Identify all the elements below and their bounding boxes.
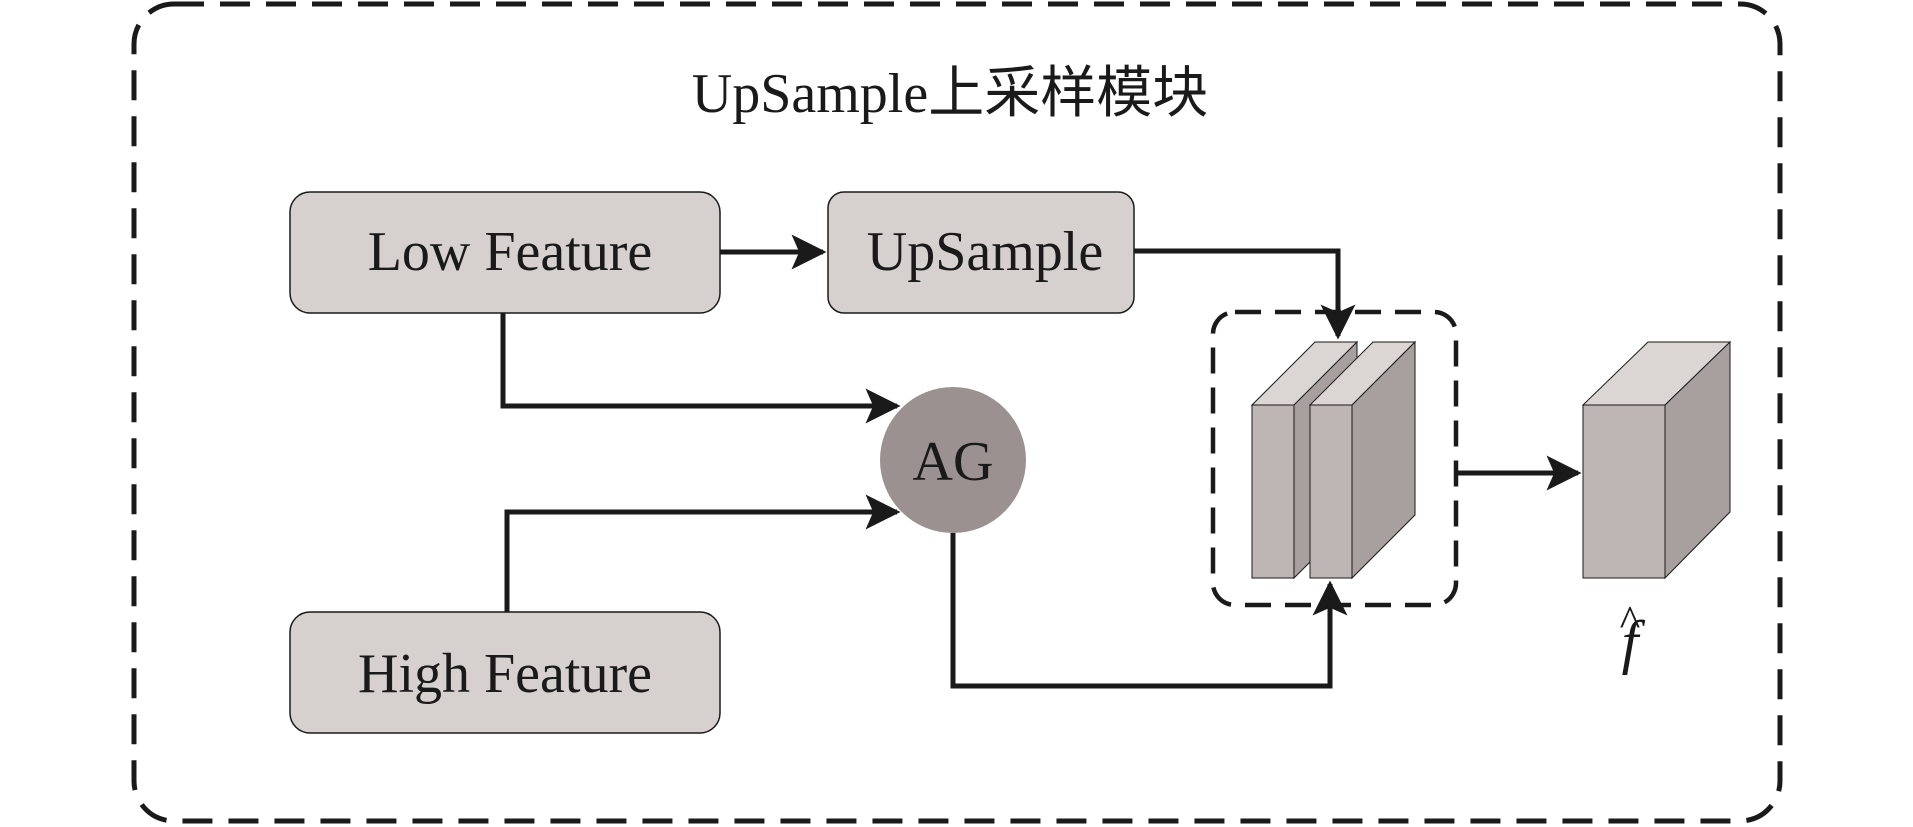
arrow-low-to-ag — [500, 313, 901, 424]
arrow-upsample-to-concat — [1134, 248, 1356, 340]
module-title: UpSample上采样模块 — [692, 63, 1208, 125]
module-frame — [131, 1, 1783, 824]
high-feature-label: High Feature — [358, 643, 652, 705]
arrow-high-to-ag — [504, 494, 901, 612]
output-label-hat: ^ — [1620, 597, 1641, 646]
output-feature-cube — [1581, 340, 1732, 580]
concat-feature-maps — [1250, 340, 1417, 580]
output-label-f: f — [1622, 609, 1646, 675]
ag-node: AG — [880, 387, 1026, 533]
upsample-label: UpSample — [867, 221, 1103, 283]
arrow-ag-to-concat — [950, 533, 1348, 689]
ag-label: AG — [913, 431, 994, 493]
low-feature-label: Low Feature — [368, 221, 653, 283]
low-feature-node: Low Feature — [289, 191, 721, 314]
upsample-node: UpSample — [827, 191, 1135, 314]
connectors — [500, 234, 1582, 689]
feature-map-slab-2 — [1308, 340, 1417, 580]
high-feature-node: High Feature — [289, 611, 721, 734]
output-label: ^ f — [1620, 597, 1646, 675]
